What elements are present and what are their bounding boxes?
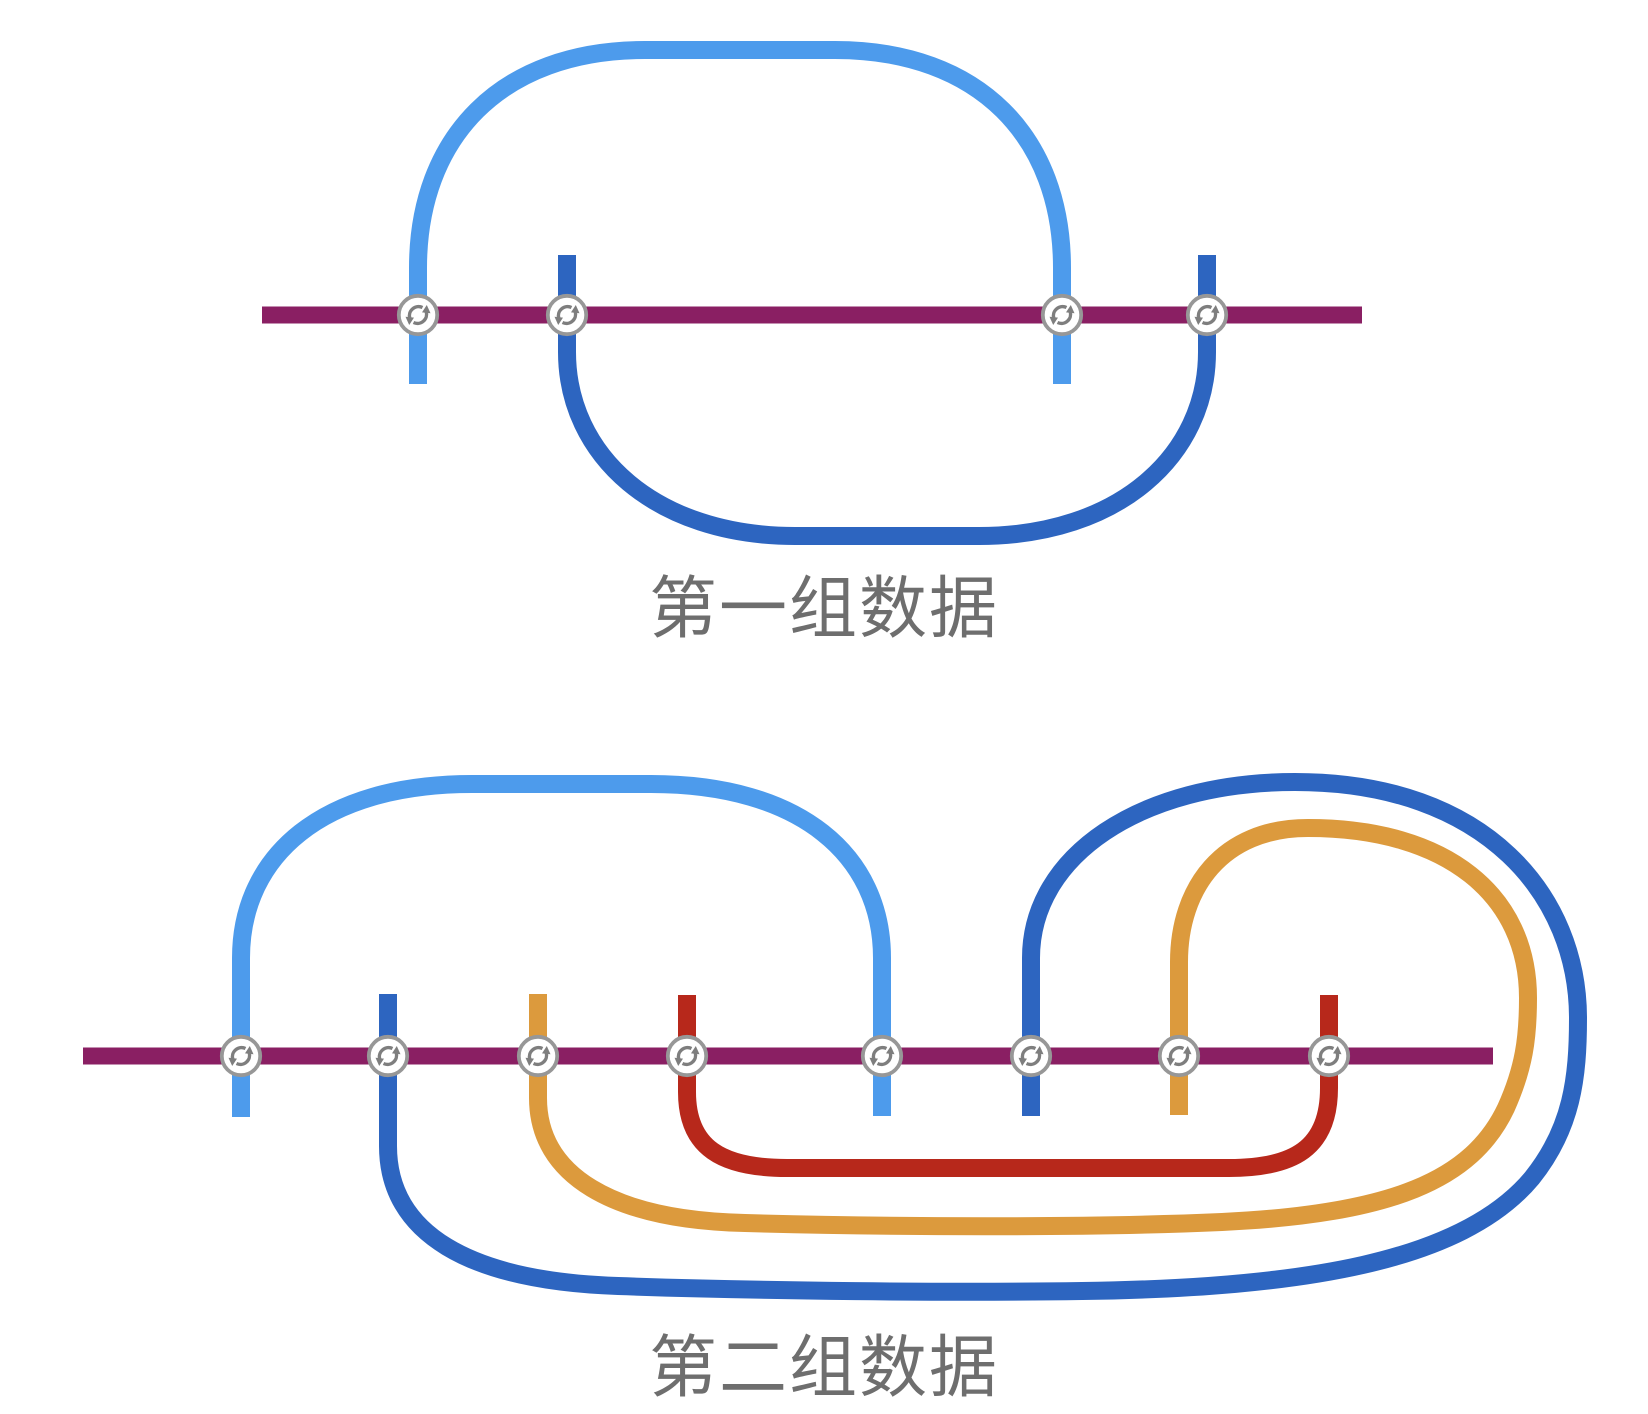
sync-node-light_blue[interactable]	[1040, 293, 1084, 337]
connection-arc-orange	[529, 818, 1538, 1236]
connection-arc-dark_blue	[379, 772, 1588, 1301]
connection-arc-red	[678, 995, 1338, 1177]
connection-arc-dark_blue	[558, 255, 1216, 545]
sync-node-dark_blue[interactable]	[1009, 1034, 1053, 1078]
connection-arc-light_blue	[232, 775, 891, 1117]
sync-node-light_blue[interactable]	[396, 293, 440, 337]
sync-node-red[interactable]	[665, 1034, 709, 1078]
sync-node-orange[interactable]	[516, 1034, 560, 1078]
sync-node-dark_blue[interactable]	[366, 1034, 410, 1078]
sync-node-light_blue[interactable]	[860, 1034, 904, 1078]
sync-node-light_blue[interactable]	[219, 1034, 263, 1078]
diagram-group-1	[262, 41, 1362, 545]
sync-node-orange[interactable]	[1157, 1034, 1201, 1078]
connection-arc-light_blue	[409, 41, 1071, 384]
sync-node-red[interactable]	[1307, 1034, 1351, 1078]
sync-node-dark_blue[interactable]	[1185, 293, 1229, 337]
group-2-label: 第二组数据	[648, 1330, 999, 1406]
sync-node-dark_blue[interactable]	[545, 293, 589, 337]
group-1-label: 第一组数据	[648, 571, 999, 647]
diagram-group-2	[83, 772, 1588, 1301]
